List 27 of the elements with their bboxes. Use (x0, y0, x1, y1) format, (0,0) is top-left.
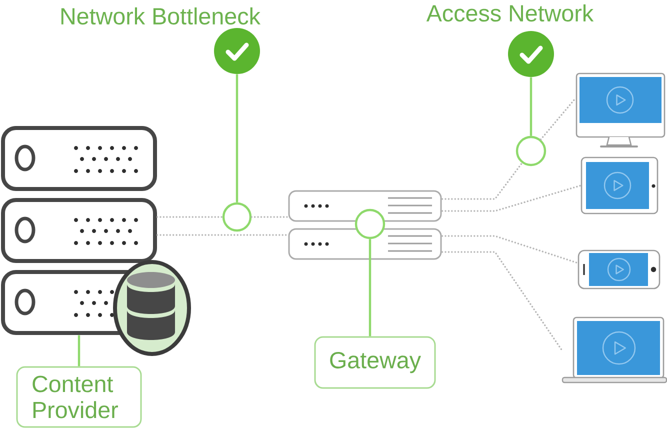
router (288, 190, 442, 260)
circle-marker (222, 202, 252, 232)
server-rack (1, 126, 157, 335)
dotted-line (441, 184, 582, 212)
check-icon (214, 28, 260, 74)
connector-line (236, 74, 238, 202)
connector-line (530, 77, 532, 136)
circle-marker (516, 136, 546, 166)
phone (578, 250, 660, 290)
dotted-line (441, 251, 563, 351)
tablet (580, 156, 658, 214)
connector-line (78, 335, 80, 366)
dotted-line (156, 234, 289, 236)
label-box: Gateway (314, 336, 436, 389)
label-box: Content Provider (16, 366, 142, 428)
check-icon (508, 31, 554, 77)
dotted-line (540, 97, 577, 140)
connector-line (368, 239, 372, 336)
callout-label: Network Bottleneck (61, 7, 260, 25)
circle-marker (354, 208, 386, 240)
dotted-line (441, 162, 523, 200)
dotted-line (250, 216, 289, 218)
laptop (562, 316, 667, 384)
dotted-line (441, 235, 579, 264)
monitor (576, 72, 666, 148)
callout-label: Access Network (426, 4, 594, 22)
dotted-line (156, 216, 224, 218)
